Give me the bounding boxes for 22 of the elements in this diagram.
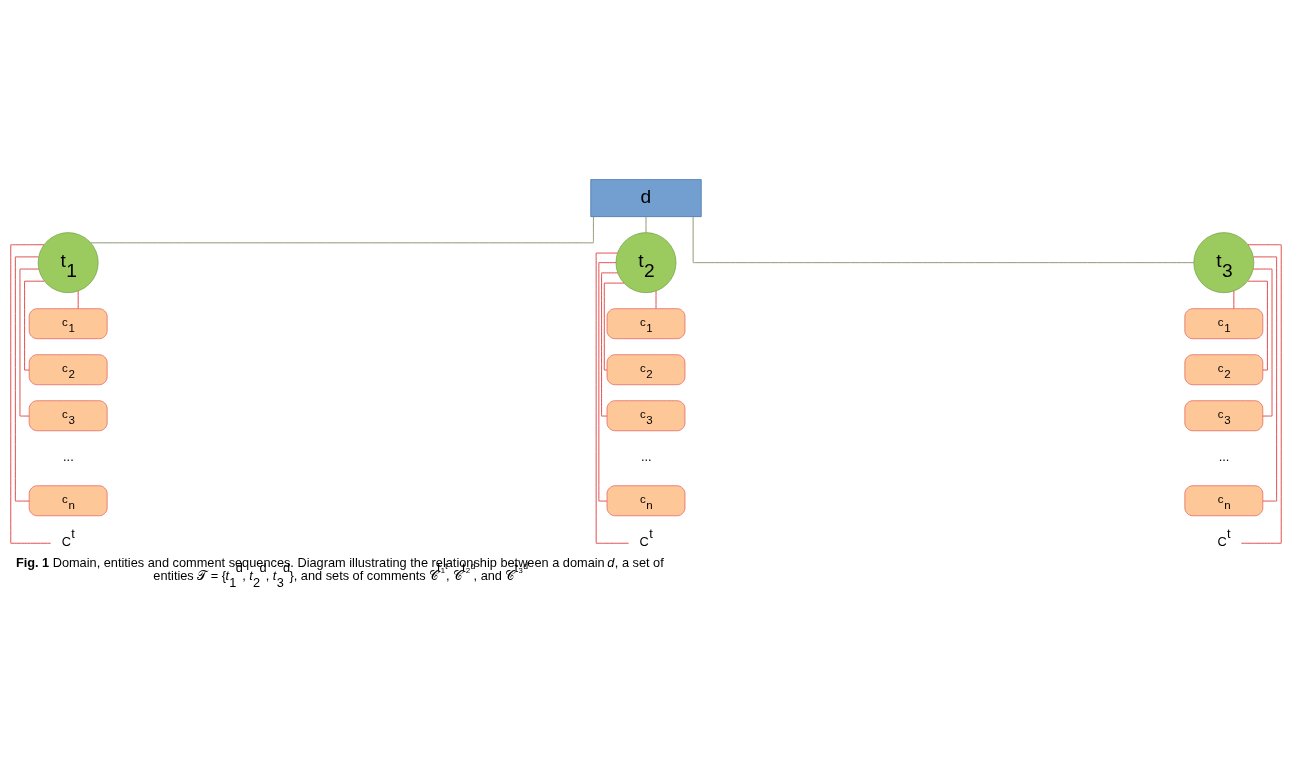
connector — [24, 280, 45, 371]
connector — [1252, 268, 1273, 417]
connector — [598, 262, 617, 502]
connector — [601, 272, 619, 417]
connector — [645, 216, 647, 233]
connector — [14, 256, 39, 502]
label: ... — [1218, 449, 1230, 465]
connector — [90, 216, 594, 244]
label: ... — [63, 449, 74, 465]
connector — [595, 252, 630, 544]
connector — [1247, 280, 1268, 371]
connector — [1253, 256, 1278, 502]
connector — [77, 290, 79, 309]
connector — [603, 282, 625, 371]
connector — [10, 244, 52, 544]
connector — [19, 268, 40, 417]
connector — [1233, 290, 1235, 309]
connector — [655, 290, 657, 309]
connector — [1240, 244, 1282, 544]
connector — [692, 216, 1195, 264]
label: ... — [640, 449, 652, 465]
node-box: d — [590, 179, 702, 217]
